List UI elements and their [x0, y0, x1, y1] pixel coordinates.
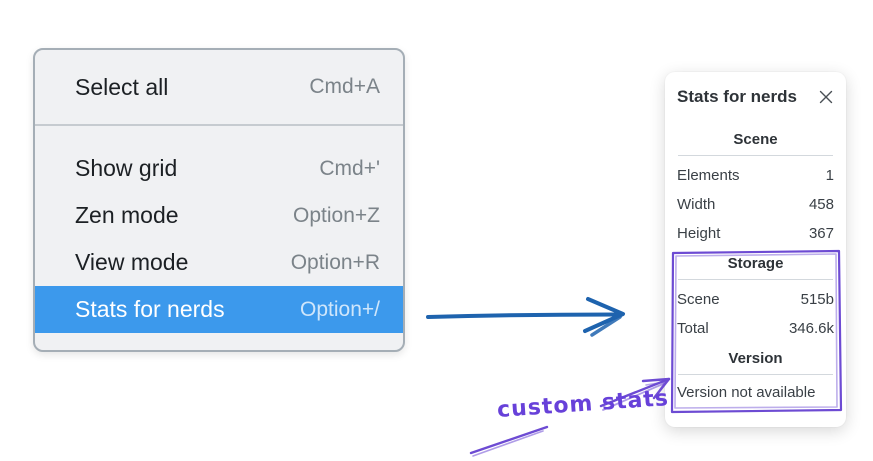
stat-label: Scene — [677, 291, 720, 308]
annotation-label: custom stats — [496, 386, 670, 423]
menu-item-label: Zen mode — [75, 202, 179, 228]
menu-item-shortcut: Option+/ — [300, 297, 380, 321]
stat-value: 346.6k — [788, 320, 834, 337]
context-menu: Select all Cmd+A Show grid Cmd+' Zen mod… — [33, 48, 405, 352]
version-note: Version not available — [677, 384, 816, 401]
section-heading-version: Version — [728, 350, 783, 367]
flow-arrow-icon — [426, 297, 625, 337]
stat-label: Height — [677, 225, 721, 242]
section-heading-storage: Storage — [727, 255, 784, 272]
stat-value: 458 — [808, 196, 834, 213]
stat-label: Elements — [677, 167, 740, 184]
close-icon[interactable] — [818, 89, 834, 105]
menu-item-label: Show grid — [75, 155, 178, 181]
section-heading-scene: Scene — [733, 131, 778, 148]
menu-item-shortcut: Option+Z — [293, 203, 380, 227]
menu-item-label: View mode — [75, 249, 189, 275]
stats-panel-header: Stats for nerds — [677, 87, 834, 107]
stat-row-scene-size: Scene 515b — [677, 285, 834, 314]
stats-panel-title: Stats for nerds — [677, 87, 797, 106]
stat-value: 1 — [825, 167, 834, 184]
stat-row-total-size: Total 346.6k — [677, 314, 834, 343]
stat-row-width: Width 458 — [677, 190, 834, 219]
stat-row-elements: Elements 1 — [677, 161, 834, 190]
menu-item-select-all[interactable]: Select all Cmd+A — [35, 50, 403, 124]
menu-item-stats-for-nerds[interactable]: Stats for nerds Option+/ — [35, 286, 403, 333]
menu-item-zen-mode[interactable]: Zen mode Option+Z — [35, 192, 403, 239]
menu-item-shortcut: Cmd+' — [319, 156, 380, 180]
stat-value: 367 — [808, 225, 834, 242]
stat-value: 515b — [800, 291, 834, 308]
menu-item-label: Select all — [75, 73, 169, 100]
stat-row-height: Height 367 — [677, 219, 834, 248]
menu-item-show-grid[interactable]: Show grid Cmd+' — [35, 145, 403, 192]
stat-label: Width — [677, 196, 716, 213]
menu-group: Show grid Cmd+' Zen mode Option+Z View m… — [35, 126, 403, 333]
menu-item-label: Stats for nerds — [75, 296, 225, 322]
section-divider — [678, 374, 833, 375]
menu-item-shortcut: Cmd+A — [309, 75, 380, 98]
section-divider — [678, 279, 833, 280]
stat-label: Total — [677, 320, 709, 337]
menu-item-shortcut: Option+R — [290, 250, 380, 274]
section-divider — [678, 155, 833, 156]
menu-item-view-mode[interactable]: View mode Option+R — [35, 239, 403, 286]
menu-divider — [35, 124, 403, 126]
stats-panel: Stats for nerds Scene Elements 1 Width 4… — [665, 72, 846, 427]
